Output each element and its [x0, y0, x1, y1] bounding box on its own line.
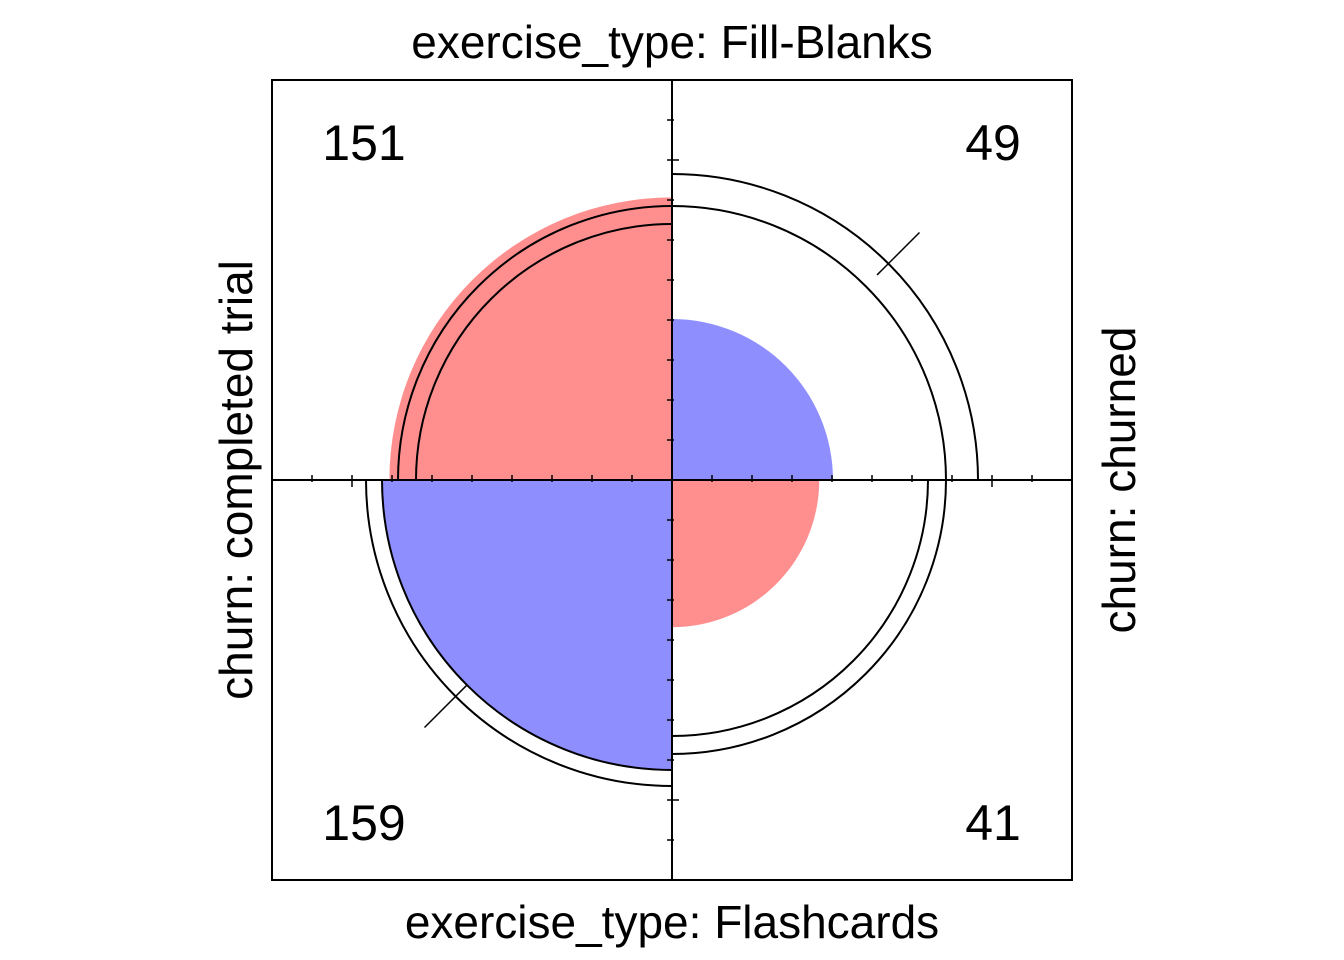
count-top-right: 49: [965, 115, 1021, 171]
odds-line-top-right: [876, 231, 921, 276]
ring-top-left-0: [415, 223, 673, 481]
ring-bottom-right-1: [671, 479, 947, 755]
count-bottom-right: 41: [965, 795, 1021, 851]
axis-ticks: [271, 79, 1073, 881]
ring-bottom-left-0: [381, 479, 673, 771]
sector-bottom-left: [382, 480, 672, 770]
odds-line-bottom-left: [423, 684, 468, 729]
sector-bottom-right: [672, 480, 820, 628]
ring-top-right-0: [671, 205, 947, 481]
count-bottom-left: 159: [322, 795, 405, 851]
ring-bottom-right-0: [671, 479, 929, 737]
count-top-left: 151: [322, 115, 405, 171]
left-label: churn: completed trial: [210, 260, 262, 700]
sector-top-right: [672, 319, 833, 480]
ring-top-left-1: [397, 205, 673, 481]
right-label: churn: churned: [1093, 327, 1145, 634]
odds-ratio-marks: [423, 231, 921, 729]
top-label: exercise_type: Fill-Blanks: [411, 16, 933, 68]
quadrant-sectors: [382, 197, 833, 770]
sector-top-left: [389, 197, 672, 480]
bottom-label: exercise_type: Flashcards: [405, 896, 939, 948]
